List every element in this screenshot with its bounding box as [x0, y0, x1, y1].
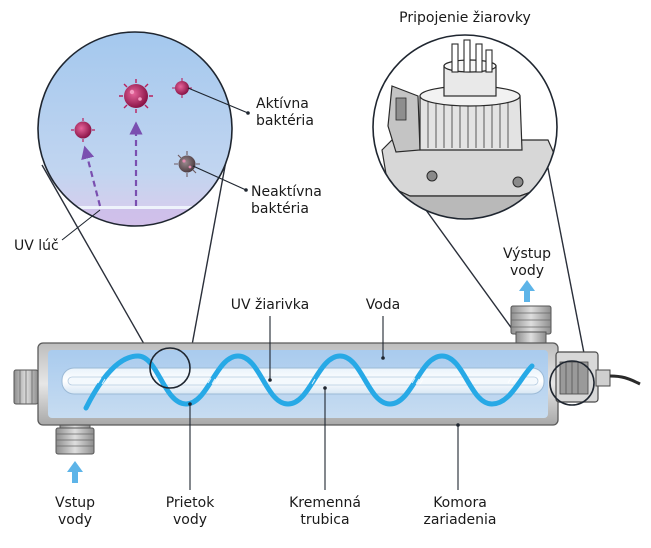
inactive-bacteria [174, 151, 200, 177]
outlet-fitting [510, 305, 552, 347]
label-inactive-bacteria-2: baktéria [251, 201, 309, 217]
label-uv-lamp: UV žiarivka [230, 297, 310, 313]
flow-dashes [97, 377, 516, 385]
label-quartz-tube-2: trubica [300, 512, 350, 528]
label-quartz-tube-1: Kremenná [289, 495, 361, 511]
zoom-lines-left [41, 149, 229, 359]
left-end-cap [13, 369, 39, 405]
magnified-bacteria-view [37, 31, 250, 227]
label-active-bacteria-2: baktéria [256, 113, 314, 129]
uv-ray-arrows [81, 121, 143, 207]
inlet-arrow [67, 461, 83, 483]
label-chamber-2: zariadenia [423, 512, 497, 528]
label-water-flow-2: vody [172, 512, 208, 528]
lamp-connection-view [372, 34, 558, 220]
label-water-flow-1: Prietok [165, 495, 215, 511]
lamp-pins [451, 39, 493, 73]
zoom-spot-right [549, 360, 595, 406]
label-lamp-connection: Pripojenie žiarovky [399, 10, 531, 26]
label-chamber-1: Komora [433, 495, 487, 511]
active-bacteria-3 [172, 78, 192, 98]
lamp-connector-cap [555, 351, 641, 403]
label-inactive-bacteria-1: Neaktívna [251, 184, 322, 200]
label-water-outlet-2: vody [509, 263, 545, 279]
water-flow-spiral [83, 353, 535, 411]
label-water: Voda [365, 297, 401, 313]
callout-dots [188, 356, 460, 427]
active-bacteria-2 [71, 118, 95, 142]
active-bacteria-1 [119, 79, 153, 113]
label-water-inlet-1: Vstup [54, 495, 96, 511]
outlet-arrow [519, 280, 535, 302]
label-active-bacteria-1: Aktívna [256, 96, 309, 112]
label-uv-ray: UV lúč [14, 238, 59, 254]
label-water-inlet-2: vody [57, 512, 93, 528]
label-water-outlet-1: Výstup [502, 246, 552, 262]
callout-lines [61, 209, 459, 490]
zoom-spot-left [149, 347, 191, 389]
